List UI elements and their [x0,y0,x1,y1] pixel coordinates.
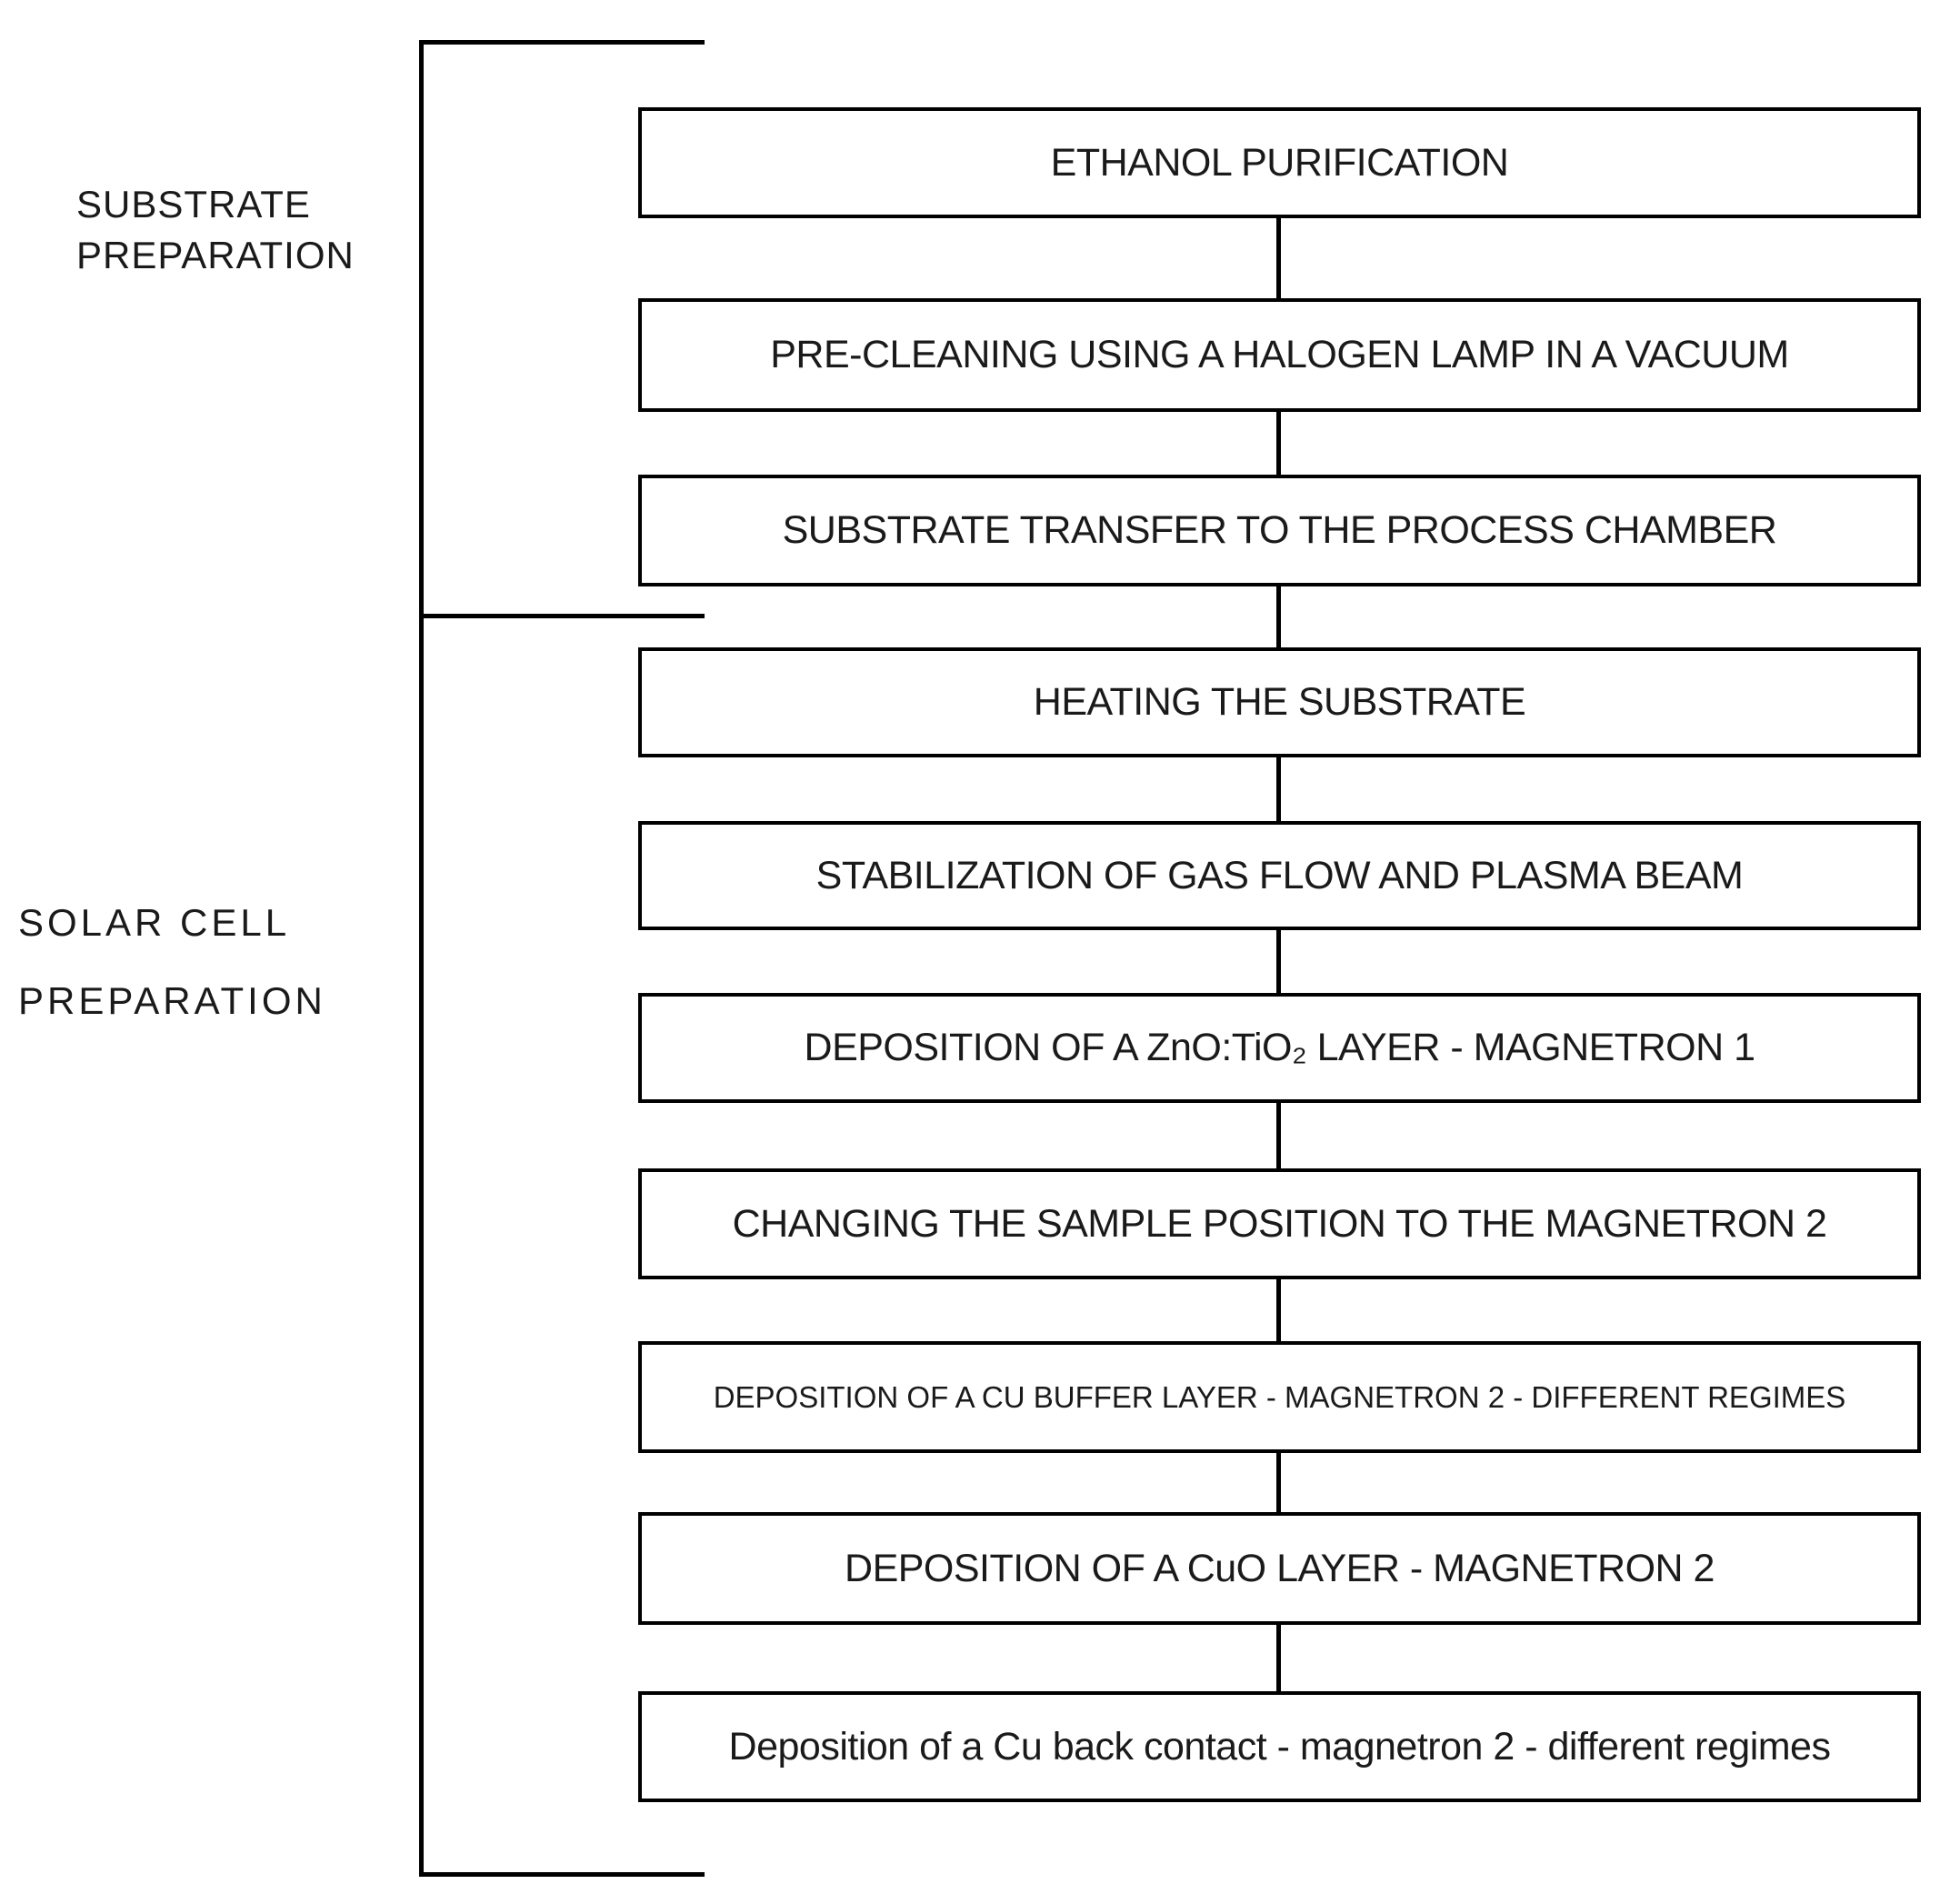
step-label: DEPOSITION OF A ZnO:TiO₂ LAYER - MAGNETR… [804,1026,1755,1069]
connector-line [1276,586,1281,647]
connector-line [1276,412,1281,475]
group-label-line: SOLAR CELL [18,901,291,944]
step-label: ETHANOL PURIFICATION [1050,140,1509,185]
group-label-line: PREPARATION [76,234,355,276]
group-label-solar-cell-preparation: SOLAR CELL PREPARATION [18,884,326,1040]
step-box-change-sample-position: CHANGING THE SAMPLE POSITION TO THE MAGN… [638,1168,1921,1279]
step-label: Deposition of a Cu back contact - magnet… [728,1724,1831,1769]
bracket-top-tick [419,40,705,45]
step-label: STABILIZATION OF GAS FLOW AND PLASMA BEA… [815,853,1744,897]
step-box-cu-buffer-deposition: DEPOSITION OF A CU BUFFER LAYER - MAGNET… [638,1341,1921,1453]
step-box-ethanol-purification: ETHANOL PURIFICATION [638,107,1921,218]
group-label-line: PREPARATION [18,979,326,1022]
step-label: SUBSTRATE TRANSFER TO THE PROCESS CHAMBE… [782,508,1777,552]
step-label: HEATING THE SUBSTRATE [1033,680,1526,724]
group-label-line: SUBSTRATE [76,183,311,225]
step-box-pre-cleaning: PRE-CLEANING USING A HALOGEN LAMP IN A V… [638,298,1921,412]
step-box-cu-back-contact-deposition: Deposition of a Cu back contact - magnet… [638,1691,1921,1802]
connector-line [1276,1625,1281,1691]
connector-line [1276,1279,1281,1341]
connector-line [1276,757,1281,821]
step-label: DEPOSITION OF A CU BUFFER LAYER - MAGNET… [713,1379,1846,1414]
step-box-substrate-transfer: SUBSTRATE TRANSFER TO THE PROCESS CHAMBE… [638,475,1921,586]
step-box-stabilization-gas-flow-plasma: STABILIZATION OF GAS FLOW AND PLASMA BEA… [638,821,1921,930]
connector-line [1276,218,1281,298]
connector-line [1276,1453,1281,1512]
step-box-zno-tio2-deposition: DEPOSITION OF A ZnO:TiO₂ LAYER - MAGNETR… [638,993,1921,1103]
connector-line [1276,1103,1281,1168]
bracket-middle-tick [419,614,705,618]
step-box-cuo-deposition: DEPOSITION OF A CuO LAYER - MAGNETRON 2 [638,1512,1921,1625]
step-label: CHANGING THE SAMPLE POSITION TO THE MAGN… [732,1201,1827,1246]
step-label: PRE-CLEANING USING A HALOGEN LAMP IN A V… [770,333,1789,376]
bracket-bottom-tick [419,1872,705,1877]
bracket-vertical-line [419,40,424,1877]
connector-line [1276,930,1281,993]
step-label: DEPOSITION OF A CuO LAYER - MAGNETRON 2 [845,1546,1715,1590]
group-label-substrate-preparation: SUBSTRATE PREPARATION [76,179,355,281]
step-box-heating-substrate: HEATING THE SUBSTRATE [638,647,1921,757]
